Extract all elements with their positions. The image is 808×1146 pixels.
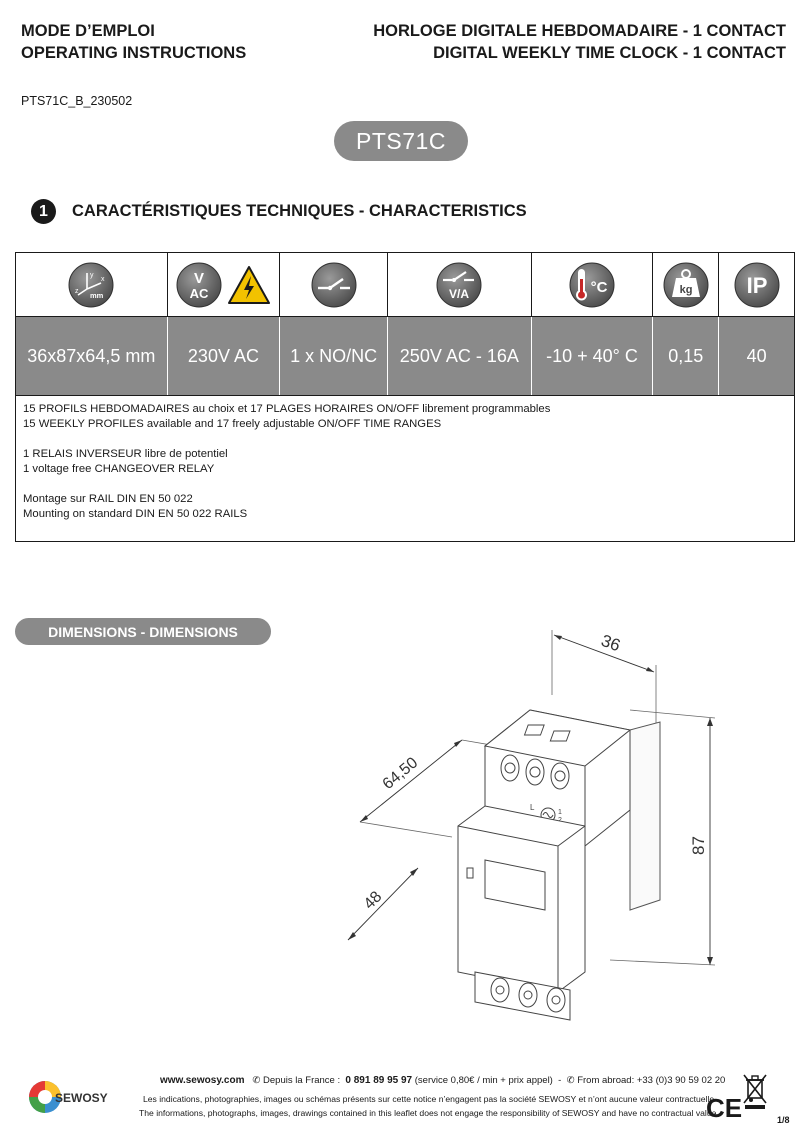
spec-value-dimensions: 36x87x64,5 mm (16, 317, 168, 395)
spec-value-ip: 40 (746, 345, 767, 366)
description-profiles: 15 PROFILS HEBDOMADAIRES au choix et 17 … (23, 402, 550, 432)
svg-text:°C: °C (591, 279, 608, 296)
voltage-ac-icon: V AC (176, 262, 222, 308)
spec-value-rating: 250V AC - 16A (388, 317, 532, 395)
phone-icon: ✆ (566, 1075, 575, 1086)
svg-text:y: y (90, 272, 94, 279)
terminal-label-l: L (530, 803, 535, 812)
description-profiles-fr: 15 PROFILS HEBDOMADAIRES au choix et 17 … (23, 403, 551, 415)
terminal-label-1: 1 (558, 809, 562, 816)
svg-text:V/A: V/A (449, 287, 469, 301)
spec-icon-cell-rating: V/A (388, 253, 532, 317)
weee-bin-icon (743, 1074, 767, 1109)
spec-value-temperature: -10 + 40° C (532, 317, 654, 395)
svg-text:V: V (194, 270, 204, 287)
svg-text:IP: IP (746, 273, 767, 298)
dimensions-heading: DIMENSIONS - DIMENSIONS (15, 618, 271, 645)
product-title-fr: HORLOGE DIGITALE HEBDOMADAIRE - 1 CONTAC… (373, 22, 786, 40)
spec-table: y x z mm V AC (15, 252, 795, 542)
svg-text:AC: AC (190, 286, 209, 301)
depth-dimension-label: 64,50 (380, 754, 422, 793)
section-number: 1 (31, 199, 56, 224)
spec-value-row: 36x87x64,5 mm 230V AC 1 x NO/NC 250V AC … (16, 317, 794, 396)
high-voltage-warning-icon (228, 266, 271, 304)
header-left: MODE D’EMPLOI OPERATING INSTRUCTIONS (21, 20, 246, 64)
document-reference: PTS71C_B_230502 (21, 94, 133, 108)
spec-icon-cell-ip: IP (719, 253, 794, 317)
section-title: CARACTÉRISTIQUES TECHNIQUES - CHARACTERI… (72, 202, 527, 220)
ce-mark: CE (706, 1093, 743, 1123)
spec-description: 15 PROFILS HEBDOMADAIRES au choix et 17 … (23, 402, 550, 537)
contact-rating-icon: V/A (436, 262, 482, 308)
svg-text:kg: kg (679, 284, 692, 296)
width-dimension-label: 36 (599, 631, 623, 655)
description-mounting-fr: Montage sur RAIL DIN EN 50 022 (23, 493, 193, 505)
device-dimension-drawing: 36 64,50 48 87 L 1 2 (347, 630, 716, 1021)
website-link[interactable]: www.sewosy.com (160, 1075, 245, 1086)
description-relay-en: 1 voltage free CHANGEOVER RELAY (23, 463, 215, 475)
spec-icon-cell-weight: kg (653, 253, 720, 317)
contact-separator: - (558, 1075, 562, 1086)
model-badge: PTS71C (334, 121, 468, 161)
svg-text:mm: mm (90, 291, 104, 300)
sewosy-logo: SEWOSY (29, 1081, 108, 1113)
weight-icon: kg (663, 262, 709, 308)
description-relay-fr: 1 RELAIS INVERSEUR libre de potentiel (23, 448, 228, 460)
header-right: HORLOGE DIGITALE HEBDOMADAIRE - 1 CONTAC… (373, 20, 786, 64)
svg-text:z: z (75, 288, 79, 295)
spec-value-contact: 1 x NO/NC (280, 317, 389, 395)
ip-rating-icon: IP (734, 262, 780, 308)
temperature-icon: °C (569, 262, 615, 308)
spec-icon-cell-contact (280, 253, 389, 317)
front-dimension-label: 48 (361, 888, 386, 913)
product-title-en: DIGITAL WEEKLY TIME CLOCK - 1 CONTACT (433, 44, 786, 62)
spec-icon-cell-dimensions: y x z mm (16, 253, 168, 317)
spec-value-voltage: 230V AC (168, 317, 281, 395)
abroad-phone: From abroad: +33 (0)3 90 59 02 20 (577, 1075, 726, 1086)
france-rate: (service 0,80€ / min + prix appel) (414, 1075, 553, 1086)
description-relay: 1 RELAIS INVERSEUR libre de potentiel 1 … (23, 447, 550, 477)
spec-icon-cell-voltage: V AC (168, 253, 281, 317)
page-number: 1/8 (777, 1115, 790, 1125)
section-characteristics-heading: 1 CARACTÉRISTIQUES TECHNIQUES - CHARACTE… (31, 199, 527, 224)
height-dimension-label: 87 (689, 836, 708, 855)
dimensions-icon: y x z mm (68, 262, 114, 308)
title-fr: MODE D’EMPLOI (21, 22, 155, 40)
spec-icon-cell-temperature: °C (532, 253, 654, 317)
description-mounting-en: Mounting on standard DIN EN 50 022 RAILS (23, 508, 248, 520)
france-label: Depuis la France : (263, 1075, 341, 1086)
title-en: OPERATING INSTRUCTIONS (21, 44, 247, 62)
disclaimer-en: The informations, photographs, images, d… (139, 1108, 717, 1118)
brand-name: SEWOSY (55, 1091, 108, 1105)
contact-icon (311, 262, 357, 308)
spec-value-weight: 0,15 (653, 317, 720, 395)
france-phone: 0 891 89 95 97 (345, 1075, 413, 1086)
svg-text:x: x (101, 276, 105, 283)
description-mounting: Montage sur RAIL DIN EN 50 022 Mounting … (23, 492, 550, 522)
description-profiles-en: 15 WEEKLY PROFILES available and 17 free… (23, 418, 442, 430)
spec-icon-row: y x z mm V AC (16, 253, 794, 317)
footer-contact-line: www.sewosy.com ✆ Depuis la France : 0 89… (160, 1075, 725, 1086)
phone-icon: ✆ (252, 1075, 261, 1086)
disclaimer-fr: Les indications, photographies, images o… (143, 1094, 715, 1104)
